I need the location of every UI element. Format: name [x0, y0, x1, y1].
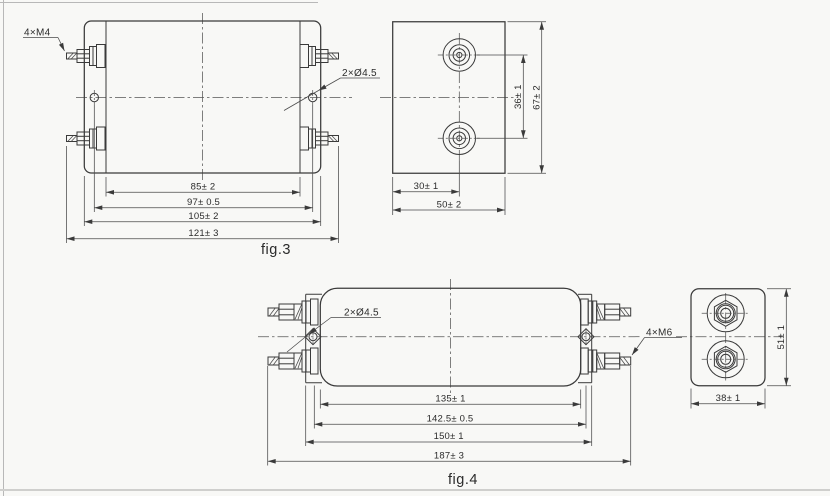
fig4-hole-callout-label: 2×Ø4.5 — [344, 308, 379, 319]
terminal-stud — [299, 126, 339, 151]
fig4-dim-187: 187± 3 — [268, 366, 631, 466]
terminal-stud — [66, 44, 106, 68]
fig3-front-view: 4×M4 2×Ø4.5 85± 2 97± 0.5 — [23, 13, 380, 258]
fig4-dim-51-label: 51± 1 — [776, 325, 787, 350]
terminal-stud — [66, 126, 106, 151]
fig3-dim-121: 121± 3 — [67, 146, 339, 243]
terminal-stud — [299, 44, 339, 68]
terminal-stud — [267, 347, 319, 375]
fig4-stud-callout-label: 4×M6 — [646, 328, 673, 339]
fig4-dim-38: 38± 1 — [691, 389, 765, 409]
fig3-body-plate — [84, 21, 320, 173]
fig3-dim-50: 50± 2 — [392, 177, 505, 215]
fig4-dim-142: 142.5± 0.5 — [314, 386, 586, 429]
fig4-dim-135: 135± 1 — [320, 390, 580, 409]
fig4-dim-150-label: 150± 1 — [434, 431, 464, 442]
fig3-dim-67: 67± 2 — [508, 22, 547, 174]
fig4-dim-135-label: 135± 1 — [435, 394, 465, 405]
terminal-stud — [580, 298, 632, 326]
terminal — [701, 294, 751, 333]
fig3-dim-85-label: 85± 2 — [191, 182, 216, 193]
fig4-front-view: 2×Ø4.5 4×M6 135± 1 142.5± 0.5 — [258, 279, 682, 488]
fig3-dim-30-label: 30± 1 — [414, 181, 439, 192]
fig3-dim-36-label: 36± 1 — [513, 84, 524, 109]
fig4-side-view: 51± 1 38± 1 — [676, 289, 791, 409]
fig3-dim-36: 36± 1 — [477, 55, 528, 138]
fig3-hole-callout-label: 2×Ø4.5 — [342, 68, 377, 79]
fig3-dim-50-label: 50± 2 — [437, 200, 462, 211]
fig4-dim-142-label: 142.5± 0.5 — [427, 414, 474, 425]
fig3-side-view: 36± 1 67± 2 30± 1 50± 2 — [380, 22, 546, 215]
fig3-caption: fig.3 — [261, 242, 291, 258]
fig4-side-plate — [691, 289, 765, 386]
terminal-stud — [580, 347, 632, 375]
fig4-dim-150: 150± 1 — [306, 386, 592, 447]
fig3-dim-105: 105± 2 — [84, 176, 320, 226]
fig4-dim-187-label: 187± 3 — [434, 451, 464, 462]
fig4-stud-callout: 4×M6 — [632, 328, 682, 356]
fig4-caption: fig.4 — [448, 472, 478, 488]
fig3-dim-67-label: 67± 2 — [532, 85, 543, 110]
mounting-ear — [578, 329, 594, 345]
fig3-dim-121-label: 121± 3 — [188, 228, 218, 239]
fig3-dim-97: 97± 0.5 — [94, 105, 312, 212]
fig3-dim-85: 85± 2 — [106, 177, 300, 197]
terminal — [701, 340, 751, 379]
fig4-dim-38-label: 38± 1 — [716, 393, 741, 404]
fig3-stud-callout-label: 4×M4 — [24, 28, 51, 39]
fig4-hole-callout: 2×Ø4.5 — [287, 308, 381, 353]
fig3-side-plate — [393, 22, 505, 174]
terminal-stud — [267, 298, 319, 326]
fig3-dim-97-label: 97± 0.5 — [187, 197, 220, 208]
fig3-dim-105-label: 105± 2 — [188, 211, 218, 222]
fig3-stud-callout: 4×M4 — [23, 28, 65, 52]
fig4-dim-51: 51± 1 — [767, 289, 791, 386]
fig3-hole-callout: 2×Ø4.5 — [284, 68, 380, 111]
